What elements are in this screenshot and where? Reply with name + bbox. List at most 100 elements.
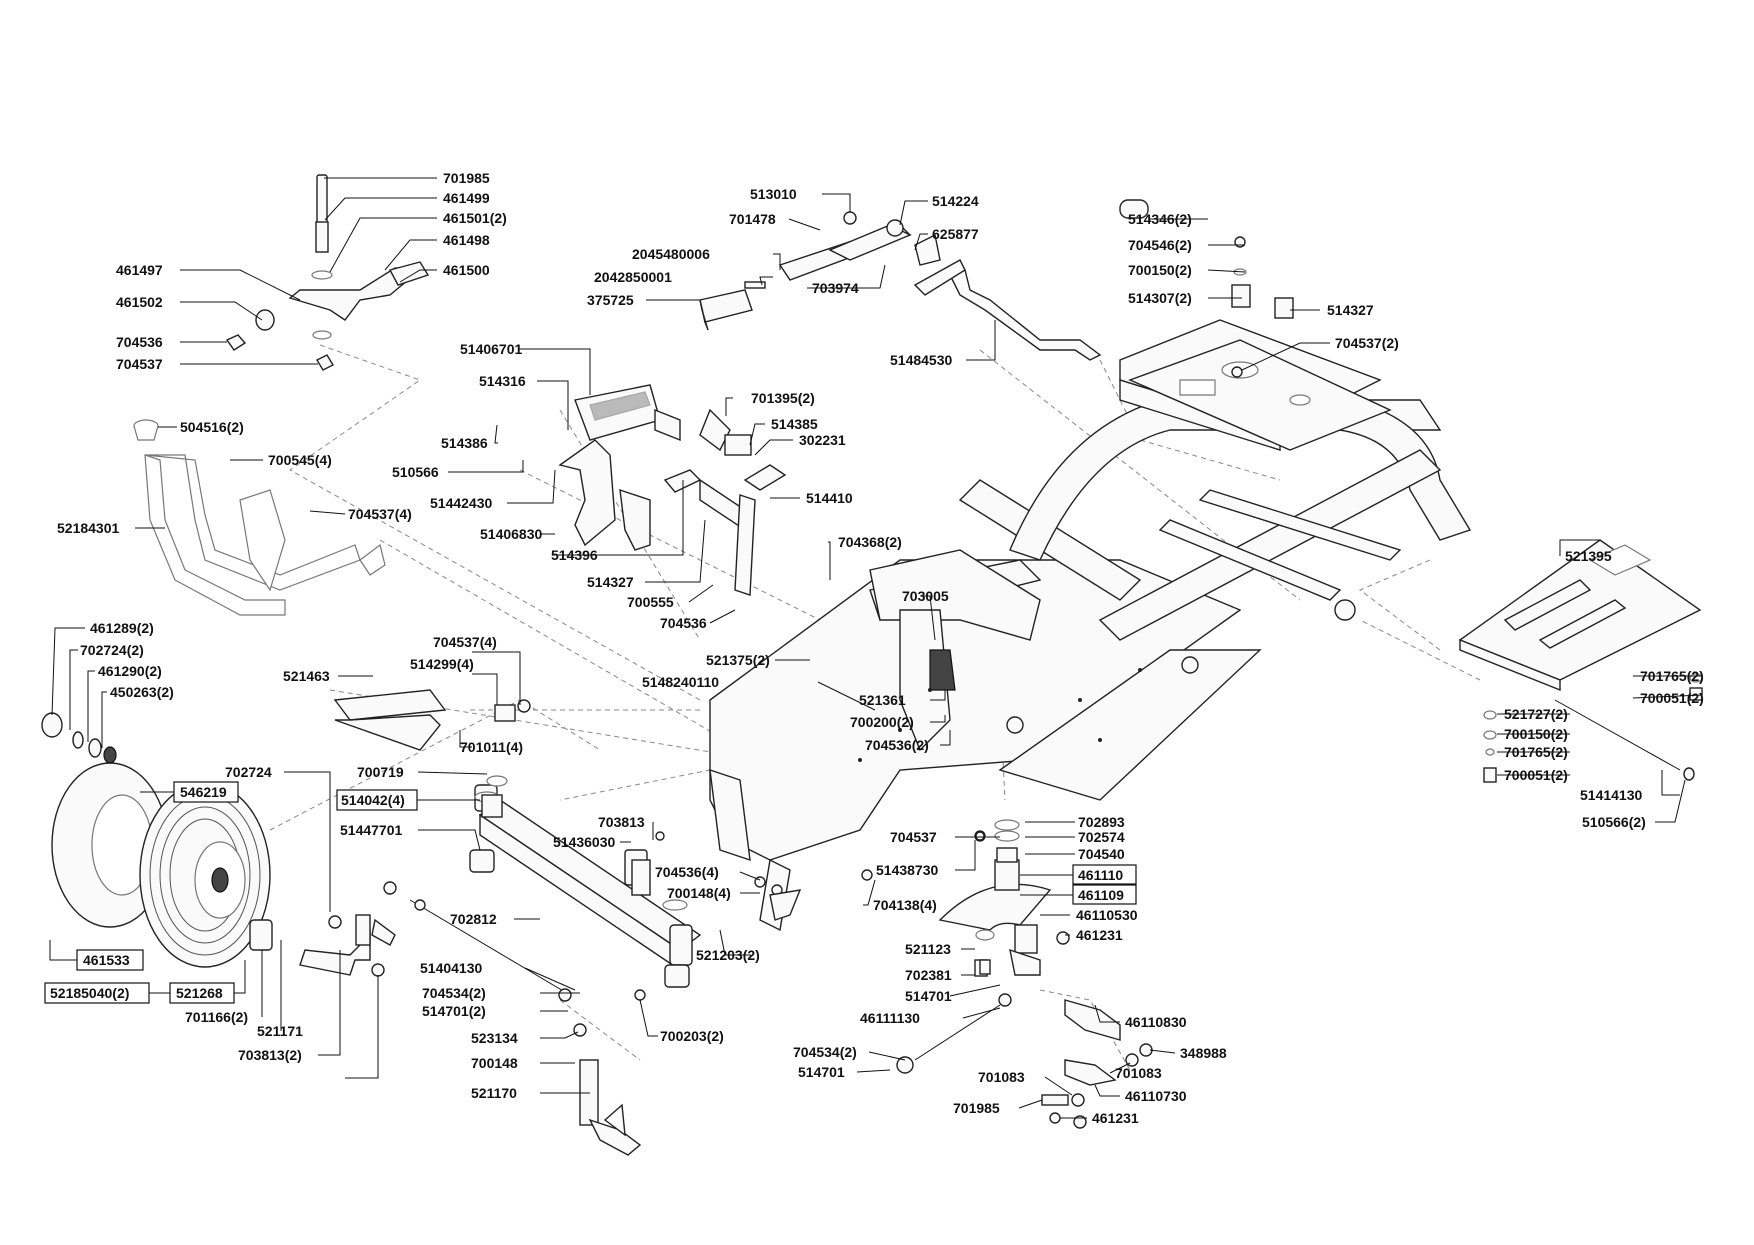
label-375725: 375725 xyxy=(587,292,634,308)
label-450263: 450263(2) xyxy=(110,684,174,700)
label-514299: 514299(4) xyxy=(410,656,474,672)
label-514386: 514386 xyxy=(441,435,488,451)
label-513010: 513010 xyxy=(750,186,797,202)
label-701765-a: 701765(2) xyxy=(1640,668,1704,684)
label-704537-2: 704537(2) xyxy=(1335,335,1399,351)
label-701083-b: 701083 xyxy=(1115,1065,1162,1081)
rear-deck-plate xyxy=(1458,539,1702,692)
label-46110530: 46110530 xyxy=(1076,907,1138,923)
label-461231-b: 461231 xyxy=(1092,1110,1139,1126)
label-521203: 521203(2) xyxy=(696,947,760,963)
label-704536-2: 704536(2) xyxy=(865,737,929,753)
label-701985-b: 701985 xyxy=(953,1100,1000,1116)
label-700051-b: 700051(2) xyxy=(1504,767,1568,783)
label-704537-top: 704537 xyxy=(116,356,163,372)
main-frame-chassis xyxy=(709,319,1472,932)
label-703974: 703974 xyxy=(812,280,859,296)
label-701011: 701011(4) xyxy=(460,739,523,755)
label-461110: 461110 xyxy=(1078,867,1123,883)
label-704536-b: 704536 xyxy=(660,615,707,631)
label-521375: 521375(2) xyxy=(706,652,770,668)
label-461501: 461501(2) xyxy=(443,210,507,226)
label-702724-2: 702724(2) xyxy=(80,642,144,658)
label-51436030: 51436030 xyxy=(553,834,616,850)
label-2042850001: 2042850001 xyxy=(594,269,672,285)
left-spindle xyxy=(299,881,397,977)
label-514385: 514385 xyxy=(771,416,818,432)
label-700051-a: 700051(2) xyxy=(1640,690,1704,706)
label-704537-c: 704537 xyxy=(890,829,937,845)
label-514316: 514316 xyxy=(479,373,526,389)
label-514346: 514346(2) xyxy=(1128,211,1192,227)
label-46110830: 46110830 xyxy=(1125,1014,1187,1030)
label-704536-top: 704536 xyxy=(116,334,163,350)
label-46110730: 46110730 xyxy=(1125,1088,1187,1104)
label-703813: 703813 xyxy=(598,814,645,830)
label-514396: 514396 xyxy=(551,547,598,563)
right-spindle xyxy=(573,1023,642,1156)
label-461499: 461499 xyxy=(443,190,490,206)
steering-sector xyxy=(938,819,1070,977)
bearing-set xyxy=(41,712,117,764)
label-700150-a: 700150(2) xyxy=(1128,262,1192,278)
label-52185040: 52185040(2) xyxy=(50,985,129,1001)
front-bumper xyxy=(133,419,386,616)
label-461502: 461502 xyxy=(116,294,163,310)
label-701395: 701395(2) xyxy=(751,390,815,406)
steering-brackets xyxy=(1041,999,1153,1129)
label-546219: 546219 xyxy=(180,784,227,800)
label-700719: 700719 xyxy=(357,764,404,780)
label-51447701: 51447701 xyxy=(340,822,403,838)
label-504516: 504516(2) xyxy=(180,419,244,435)
label-514327-a: 514327 xyxy=(1327,302,1374,318)
label-514224: 514224 xyxy=(932,193,979,209)
label-521361: 521361 xyxy=(859,692,906,708)
label-704540: 704540 xyxy=(1078,846,1125,862)
label-704368: 704368(2) xyxy=(838,534,902,550)
label-704534-a: 704534(2) xyxy=(422,985,486,1001)
label-521123: 521123 xyxy=(905,941,951,957)
label-348988: 348988 xyxy=(1180,1045,1227,1061)
label-704546: 704546(2) xyxy=(1128,237,1192,253)
label-521727: 521727(2) xyxy=(1504,706,1568,722)
label-51406830: 51406830 xyxy=(480,526,543,542)
label-461290: 461290(2) xyxy=(98,663,162,679)
label-5148240110: 5148240110 xyxy=(642,674,719,690)
label-700148-4: 700148(4) xyxy=(667,885,731,901)
tie-rods xyxy=(409,699,1681,1074)
label-700545: 700545(4) xyxy=(268,452,332,468)
label-521463: 521463 xyxy=(283,668,330,684)
label-514042: 514042(4) xyxy=(341,792,405,808)
label-51438730: 51438730 xyxy=(876,862,939,878)
label-704537-4b: 704537(4) xyxy=(433,634,497,650)
label-521268: 521268 xyxy=(176,985,223,1001)
leader-lines xyxy=(44,177,1703,1119)
label-704138: 704138(4) xyxy=(873,897,937,913)
label-461109: 461109 xyxy=(1078,887,1124,903)
label-704534-b: 704534(2) xyxy=(793,1044,857,1060)
part-number-labels: 701985 461499 461501(2) 461498 461497 46… xyxy=(50,170,1704,1126)
brake-linkage xyxy=(699,211,941,331)
label-702893: 702893 xyxy=(1078,814,1125,830)
label-700150-b: 700150(2) xyxy=(1504,726,1568,742)
label-461231-a: 461231 xyxy=(1076,927,1123,943)
front-axle xyxy=(469,784,702,988)
label-704536-4: 704536(4) xyxy=(655,864,719,880)
label-700200: 700200(2) xyxy=(850,714,914,730)
label-701985-top: 701985 xyxy=(443,170,490,186)
label-514701-c: 514701 xyxy=(798,1064,845,1080)
label-510566: 510566 xyxy=(392,464,439,480)
label-51404130: 51404130 xyxy=(420,960,483,976)
small-hardware xyxy=(333,199,1703,1124)
label-625877: 625877 xyxy=(932,226,979,242)
label-302231: 302231 xyxy=(799,432,846,448)
label-702812: 702812 xyxy=(450,911,497,927)
label-461533: 461533 xyxy=(83,952,130,968)
label-701083-a: 701083 xyxy=(978,1069,1025,1085)
label-703813-2: 703813(2) xyxy=(238,1047,302,1063)
label-700203: 700203(2) xyxy=(660,1028,724,1044)
label-2045480006: 2045480006 xyxy=(632,246,710,262)
label-521170: 521170 xyxy=(471,1085,517,1101)
label-701765-b: 701765(2) xyxy=(1504,744,1568,760)
